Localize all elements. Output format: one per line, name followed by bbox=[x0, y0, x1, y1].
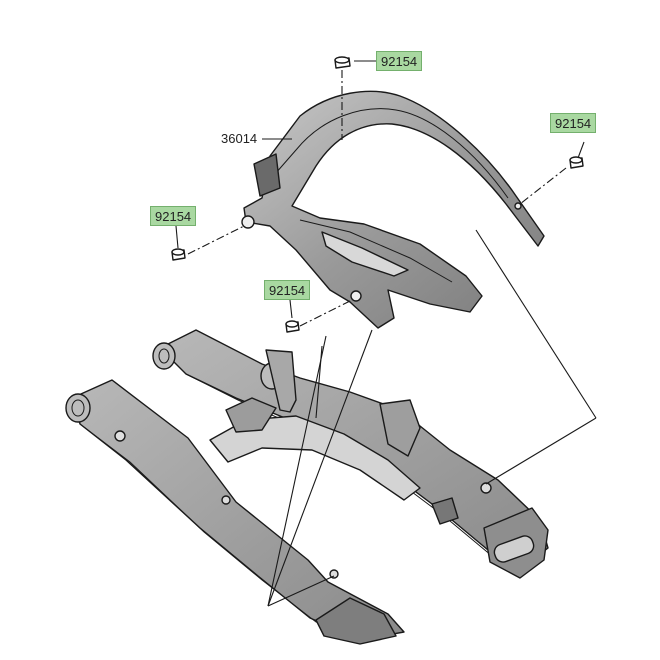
bolt-top bbox=[334, 56, 351, 69]
shock-bracket bbox=[265, 349, 297, 413]
callout-bolt-right-label: 92154 bbox=[555, 116, 592, 131]
cover-boss-right bbox=[514, 202, 522, 210]
callout-bolt-left-label: 92154 bbox=[155, 209, 192, 224]
callout-bolt-center: 92154 bbox=[264, 280, 311, 300]
chain-guard-cover bbox=[241, 90, 545, 329]
cover-cutout bbox=[321, 231, 409, 277]
callout-cover: 36014 bbox=[221, 131, 257, 147]
cover-body bbox=[243, 90, 545, 329]
cover-boss-left bbox=[241, 215, 255, 229]
axle-block-left bbox=[315, 597, 397, 645]
callout-cover-label: 36014 bbox=[221, 131, 258, 146]
bolt-right bbox=[569, 156, 584, 169]
chain-guide bbox=[379, 399, 421, 457]
callout-bolt-center-label: 92154 bbox=[269, 283, 306, 298]
axle-slot bbox=[493, 535, 535, 563]
bracket-rear bbox=[329, 569, 339, 579]
pivot-tube-top bbox=[152, 342, 176, 370]
bracket-lower bbox=[221, 495, 231, 505]
swingarm bbox=[65, 329, 549, 645]
cover-tab bbox=[253, 153, 281, 197]
swingarm-left-arm bbox=[71, 379, 405, 641]
center-plate bbox=[225, 397, 277, 433]
cover-mount-point bbox=[480, 482, 492, 494]
callout-bolt-right: 92154 bbox=[550, 113, 597, 133]
callout-bolt-top: 92154 bbox=[376, 51, 423, 71]
leader-lines bbox=[175, 60, 597, 607]
callout-bolt-top-label: 92154 bbox=[381, 54, 418, 69]
pivot-tube-left bbox=[65, 393, 91, 423]
adjuster-bracket bbox=[431, 497, 459, 525]
callout-bolt-left: 92154 bbox=[150, 206, 197, 226]
arm-hole bbox=[114, 430, 126, 442]
cover-boss-center bbox=[350, 290, 362, 302]
bolt-left bbox=[171, 248, 186, 261]
swingarm-web bbox=[209, 415, 421, 501]
bolt-center bbox=[285, 320, 300, 333]
